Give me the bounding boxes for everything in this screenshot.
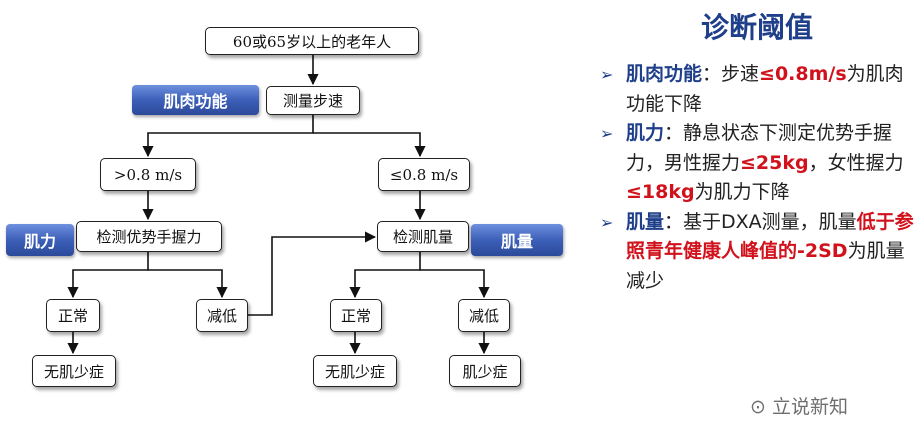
node-grip-test: 检测优势手握力 [76,221,222,252]
bullet-arrow-icon: ➢ [600,65,614,84]
threshold-panel: 诊断阈值 ➢肌肉功能：步速≤0.8m/s为肌肉功能下降 ➢肌力：静息状态下测定优… [590,0,924,444]
tag-mass: 肌量 [471,224,563,256]
edge-grip-normal [67,252,149,299]
bullet-mass: ➢肌量：基于DXA测量，肌量低于参照青年健康人峰值的-2SD为肌量减少 [598,208,920,297]
bullet-strength: ➢肌力：静息状态下测定优势手握力，男性握力≤25kg，女性握力≤18kg为肌力下… [598,119,920,208]
edge-gait-split [142,115,314,158]
node-older-adults: 60或65岁以上的老年人 [205,27,419,55]
edge-grip-reduced [148,269,228,299]
edge-reduced-to-mass [248,231,377,316]
tag-strength: 肌力 [6,224,74,256]
bullet-arrow-icon: ➢ [600,124,614,143]
panel-title: 诊断阈值 [700,11,813,44]
wechat-icon: ⊙ [750,396,772,418]
node-no-sarcopenia-right: 无肌少症 [313,355,397,387]
flowchart-connectors [67,54,490,355]
bullet-muscle-function: ➢肌肉功能：步速≤0.8m/s为肌肉功能下降 [598,60,920,119]
node-mass-test: 检测肌量 [377,221,469,252]
node-gait-speed-test: 测量步速 [266,86,360,115]
bullet-arrow-icon: ➢ [600,212,614,232]
tag-muscle-function: 肌肉功能 [132,85,259,115]
bullet-list: ➢肌肉功能：步速≤0.8m/s为肌肉功能下降 ➢肌力：静息状态下测定优势手握力，… [598,60,920,296]
watermark: ⊙ 立说新知 [750,396,848,418]
edge-mass-normal [349,252,421,299]
node-no-sarcopenia-left: 无肌少症 [32,355,116,387]
node-speed-below: ≤0.8 m/s [378,158,470,191]
edge-gait-slow [313,132,426,158]
node-speed-above: >0.8 m/s [100,158,196,191]
node-normal-right: 正常 [330,299,382,332]
edge-mass-reduced [420,269,490,299]
node-sarcopenia: 肌少症 [449,355,521,387]
node-reduced-right: 减低 [458,299,510,332]
node-reduced-left: 减低 [196,299,248,332]
node-normal-left: 正常 [46,299,100,332]
